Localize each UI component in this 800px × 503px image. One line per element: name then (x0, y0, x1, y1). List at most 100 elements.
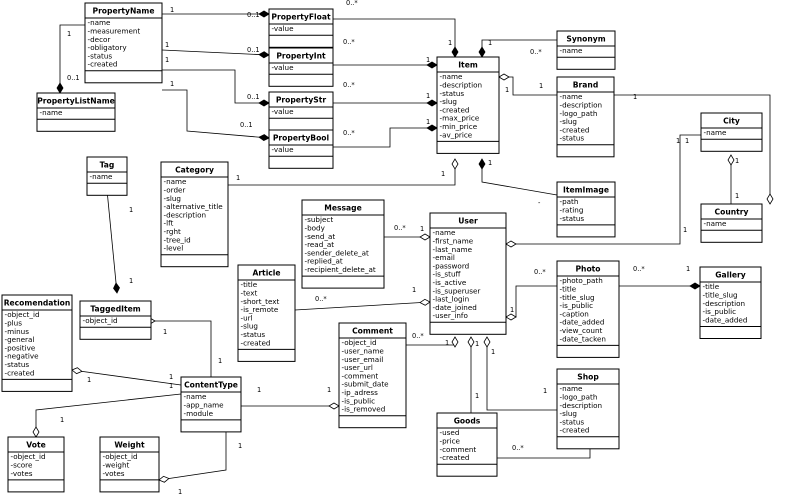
class-tagged-item: TaggedItem-object_id (79, 300, 152, 340)
class-attribute: -title_slug (703, 291, 738, 300)
multiplicity-label: 1 (488, 159, 492, 167)
class-attribute: -name (40, 108, 64, 117)
class-attribute: -last_name (433, 245, 473, 254)
class-attribute: -is_removed (342, 405, 386, 414)
aggregation-diamond (258, 51, 270, 59)
class-attribute: -votes (103, 469, 125, 478)
multiplicity-label: 1 (238, 442, 242, 450)
relation-photo-gallery: 0..*1 (619, 265, 701, 290)
class-attribute: -email (433, 253, 455, 262)
class-vote: Vote-object_id-score-votes (7, 436, 65, 493)
aggregation-diamond (258, 99, 270, 107)
class-attribute: -obligatory (88, 43, 128, 52)
aggregation-diamond (158, 475, 170, 483)
aggregation-diamond (505, 240, 517, 248)
class-attribute: -name (88, 18, 112, 27)
class-attribute: -read_at (305, 240, 335, 249)
relation-property-name-property-str: 0..11 (162, 56, 270, 107)
aggregation-diamond (498, 73, 510, 81)
multiplicity-label: 1 (445, 339, 449, 347)
class-name: Message (324, 204, 361, 213)
classes-layer: PropertyName-name-measurement-decor-obli… (1, 2, 763, 493)
class-attribute: -replied_at (305, 257, 343, 266)
class-attribute: -user_url (342, 363, 373, 372)
class-attribute: -name (440, 72, 464, 81)
class-attribute: -caption (560, 309, 589, 318)
class-property-list-name: PropertyListName-name (36, 92, 116, 132)
class-name: Brand (573, 81, 599, 90)
class-attribute: -name (90, 172, 114, 181)
class-attribute: -created (88, 60, 118, 69)
multiplicity-label: 1 (488, 39, 492, 47)
class-name: Gallery (715, 271, 745, 280)
relation-property-name-property-bool: 0..11 (162, 80, 270, 142)
class-attribute: -ip_adress (342, 388, 379, 397)
aggregation-diamond (727, 154, 735, 166)
multiplicity-label: 1 (257, 386, 261, 394)
aggregation-diamond (426, 124, 438, 132)
multiplicity-label: 1 (676, 137, 680, 145)
class-attribute: -logo_path (560, 109, 598, 118)
class-attribute: -rght (164, 227, 182, 236)
class-property-int: PropertyInt-value (268, 47, 334, 87)
aggregation-diamond (32, 426, 40, 438)
class-attribute: -rating (560, 206, 584, 215)
class-attribute: -photo_path (560, 276, 603, 285)
class-name: Vote (26, 441, 45, 450)
class-attribute: -url (241, 313, 253, 322)
class-attribute: -score (11, 461, 33, 470)
relation-user-shop: 11 (483, 336, 557, 411)
class-attribute: -body (305, 224, 326, 233)
class-attribute: -title_slug (560, 293, 595, 302)
class-name: ContentType (184, 381, 238, 390)
class-gallery: Gallery-title-title_slug-description-is_… (699, 266, 762, 339)
multiplicity-label: 0..* (394, 224, 406, 232)
class-attribute: -date_tacken (560, 334, 606, 343)
multiplicity-label: 1 (686, 265, 690, 273)
multiplicity-label: 1 (60, 416, 64, 424)
class-property-name: PropertyName-name-measurement-decor-obli… (84, 2, 163, 84)
aggregation-diamond (483, 336, 491, 348)
multiplicity-label: - (538, 199, 541, 207)
multiplicity-label: 1 (163, 328, 167, 336)
class-attribute: -object_id (5, 310, 40, 319)
class-attribute: -created (560, 125, 590, 134)
multiplicity-label: 1 (683, 226, 687, 234)
class-attribute: -negative (5, 352, 40, 361)
class-country: Country-name (700, 203, 763, 243)
multiplicity-label: 1 (448, 39, 452, 47)
class-name: Article (252, 269, 280, 278)
relation-property-bool-item: 0..*1 (333, 118, 438, 148)
aggregation-diamond (419, 233, 431, 241)
aggregation-diamond (113, 282, 120, 294)
class-attribute: -order (164, 186, 186, 195)
class-attribute: -description (560, 401, 603, 410)
class-attribute: -comment (440, 445, 477, 454)
class-attribute: -is_public (560, 301, 594, 310)
class-attribute: -lft (164, 219, 174, 228)
class-attribute: -object_id (11, 452, 46, 461)
class-attribute: -path (560, 197, 579, 206)
class-photo: Photo-photo_path-title-title_slug-is_pub… (556, 260, 620, 358)
class-name: PropertyName (93, 7, 155, 16)
class-attribute: -comment (342, 371, 379, 380)
multiplicity-label: 1 (169, 373, 173, 381)
class-attribute: -date_joined (433, 303, 477, 312)
class-name: PropertyBool (273, 134, 329, 143)
class-name: Tag (100, 161, 115, 170)
aggregation-diamond (451, 46, 459, 58)
relation-property-float-item: 0..* 1 (333, 0, 459, 58)
class-attribute: -sender_delete_at (305, 248, 369, 257)
multiplicity-label: 0..* (343, 38, 355, 46)
class-name: Shop (577, 373, 599, 382)
multiplicity-label: 1 (491, 348, 495, 356)
multiplicity-label: 0..1 (247, 93, 260, 101)
class-name: PropertyInt (276, 52, 326, 61)
class-attribute: -name (704, 219, 728, 228)
multiplicity-label: 1 (236, 174, 240, 182)
class-city: City-name (700, 112, 763, 152)
multiplicity-label: 0..* (343, 129, 355, 137)
class-attribute: -status (560, 134, 585, 143)
